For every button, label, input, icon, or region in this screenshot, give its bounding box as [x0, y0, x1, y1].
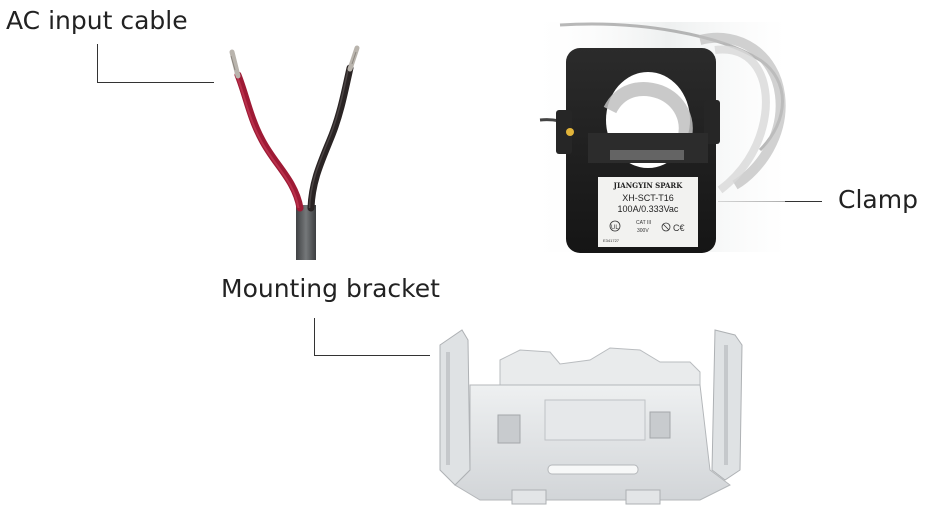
- bracket-callout-vertical: [314, 318, 315, 356]
- ul-mark-icon: [609, 220, 621, 232]
- ce-mark-icon: C€: [673, 223, 685, 233]
- bracket-callout-horizontal: [314, 355, 430, 356]
- cable-callout-horizontal: [97, 82, 214, 83]
- certification-mark-icon: [661, 222, 671, 232]
- clamp-label: Clamp: [838, 185, 918, 214]
- svg-text:UL: UL: [611, 225, 619, 231]
- clamp-plate-rating: 100A/0.333Vac: [617, 204, 679, 214]
- cable-callout-vertical: [97, 44, 98, 83]
- bracket-label: Mounting bracket: [221, 274, 440, 303]
- clamp-plate-cat: CAT III: [636, 220, 652, 226]
- clamp-plate-brand: JIANGYIN SPARK: [613, 181, 683, 190]
- cable-label: AC input cable: [6, 6, 188, 35]
- clamp-plate-file: E341727: [603, 238, 620, 243]
- clamp-plate-voltage: 300V: [637, 228, 649, 234]
- clamp-plate-model: XH-SCT-T16: [622, 193, 674, 203]
